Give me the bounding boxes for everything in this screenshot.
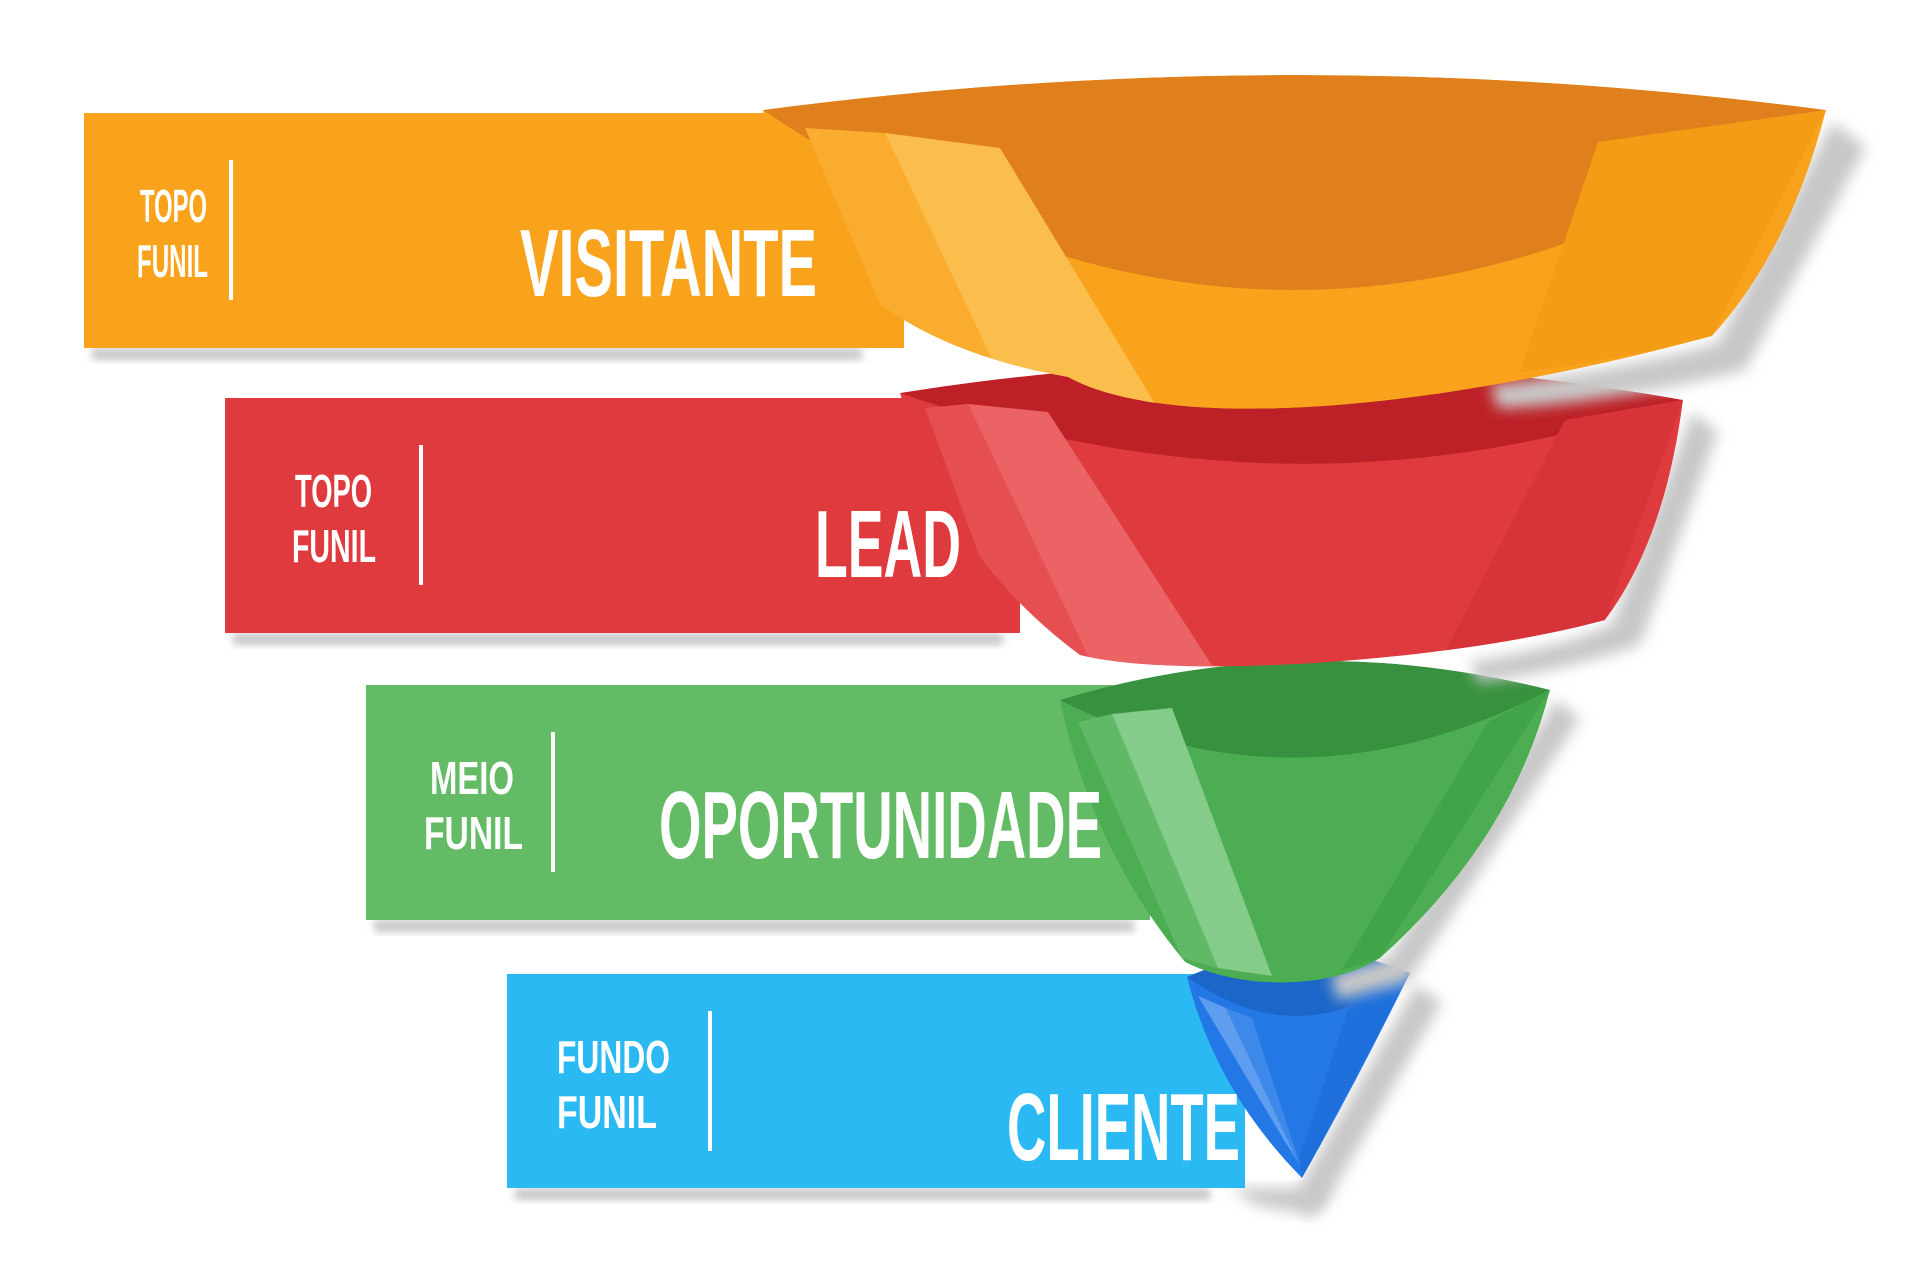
stage-2-funnel-shadow — [1470, 412, 1718, 682]
stage-3-side-label-line-1: MEIO — [430, 752, 514, 804]
stage-2-label: LEAD — [815, 491, 961, 598]
stage-3-label: OPORTUNIDADE — [659, 772, 1102, 879]
stage-1-highlight-facet-1 — [805, 128, 1015, 408]
stage-1-divider-line — [229, 160, 233, 300]
stage-4-side-label-line-2: FUNIL — [557, 1086, 657, 1138]
stage-1-side-label-line-1: TOPO — [140, 180, 207, 232]
stage-2-band — [225, 398, 1020, 633]
stage-2-highlight-facet-2 — [968, 404, 1215, 667]
stage-4-band-shadow — [515, 1188, 1210, 1200]
stage-1-funnel-shadow — [1490, 122, 1866, 408]
stage-1-label: VISITANTE — [520, 210, 817, 317]
stage-1-highlight-facet-2 — [885, 133, 1165, 409]
stage-1-shade-facet — [1520, 110, 1826, 372]
stage-3-shade-facet — [1342, 690, 1550, 970]
stage-4-band — [507, 974, 1245, 1188]
stage-2-band-shadow — [233, 633, 1003, 645]
stage-2-shade-facet — [1445, 400, 1683, 652]
stage-3-highlight-facet-1 — [1078, 714, 1218, 968]
stage-4-funnel — [1187, 950, 1410, 1178]
stage-2-side-label-line-1: TOPO — [295, 465, 372, 517]
stage-4-label: CLIENTE — [1007, 1074, 1240, 1181]
stage-3-highlight-facet-2 — [1112, 708, 1272, 976]
stage-4-funnel-shadow — [1300, 985, 1442, 1218]
stage-2-highlight-facet-1 — [925, 404, 1090, 660]
stage-2-side-label-line-2: FUNIL — [292, 520, 376, 572]
stage-3-funnel-rim — [1060, 660, 1550, 758]
stage-4-shade-facet — [1299, 973, 1410, 1178]
stage-4-divider-line — [708, 1011, 712, 1151]
stage-3-side-label-line-2: FUNIL — [424, 807, 523, 859]
stage-1-band-shadow — [92, 348, 862, 360]
stage-1-band — [84, 113, 904, 348]
stage-1-funnel — [763, 75, 1826, 409]
stage-2-divider-line — [419, 445, 423, 585]
stage-3-band — [366, 685, 1150, 920]
stage-3-band-shadow — [374, 920, 1134, 932]
stage-4-highlight-facet-1 — [1198, 996, 1298, 1162]
stage-3-funnel — [1060, 660, 1550, 983]
stage-4-highlight-facet-2 — [1226, 1008, 1302, 1170]
stage-4-side-label-line-1: FUNDO — [557, 1031, 670, 1083]
stage-1-side-label-line-2: FUNIL — [137, 235, 208, 287]
stage-3-divider-line — [551, 732, 555, 872]
